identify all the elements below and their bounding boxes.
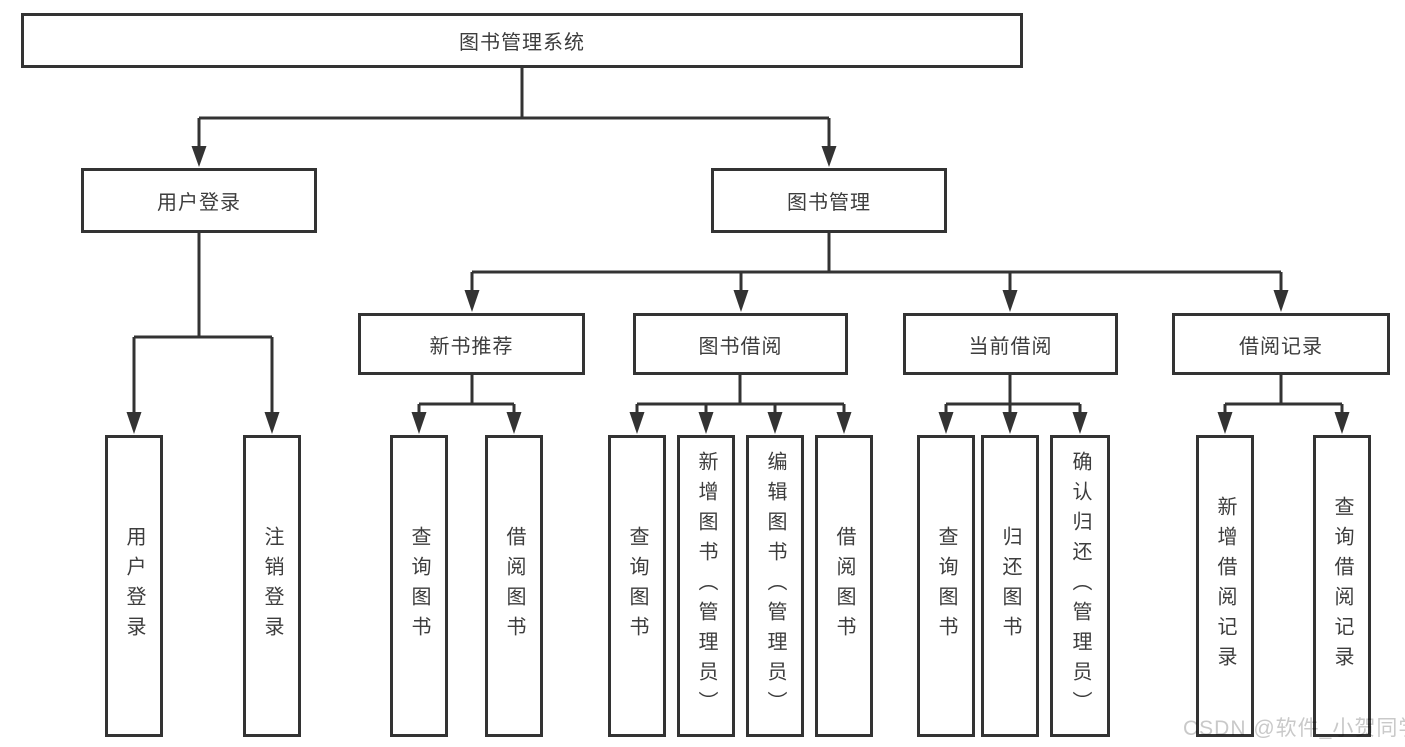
node-new-book-recommend: 新书推荐 [358,313,585,375]
leaf-user-login: 用户登录 [105,435,163,737]
connector-recommend-leaves [417,375,516,417]
leaf-add-books-admin-label: 新增图书（管理员） [695,451,717,721]
leaf-query-books-borrowing-label: 查询图书 [626,526,648,646]
connector-login-leaves [132,233,274,416]
node-book-borrowing: 图书借阅 [633,313,848,375]
leaf-return-books: 归还图书 [981,435,1039,737]
leaf-user-login-label: 用户登录 [123,526,145,646]
leaf-logout: 注销登录 [243,435,301,737]
node-root: 图书管理系统 [21,13,1023,68]
leaf-query-books-current: 查询图书 [917,435,975,737]
leaf-add-borrow-record: 新增借阅记录 [1196,435,1254,737]
leaf-add-books-admin: 新增图书（管理员） [677,435,735,737]
leaf-logout-label: 注销登录 [261,526,283,646]
leaf-borrow-books-recommend-label: 借阅图书 [503,526,525,646]
node-current-borrowing-label: 当前借阅 [968,335,1053,358]
watermark: CSDN @软件_小贺同学 [1183,717,1405,740]
connector-root-l2 [197,68,831,150]
leaf-return-books-label: 归还图书 [999,526,1021,646]
node-borrowing-records: 借阅记录 [1172,313,1390,375]
leaf-edit-books-admin-label: 编辑图书（管理员） [764,451,786,721]
leaf-borrow-books-recommend: 借阅图书 [485,435,543,737]
connector-mgmt-l3 [470,233,1283,295]
leaf-query-books-borrowing: 查询图书 [608,435,666,737]
node-book-management: 图书管理 [711,168,947,233]
leaf-confirm-return-admin-label: 确认归还（管理员） [1069,451,1091,721]
leaf-query-borrow-record: 查询借阅记录 [1313,435,1371,737]
leaf-add-borrow-record-label: 新增借阅记录 [1214,496,1236,676]
leaf-query-books-current-label: 查询图书 [935,526,957,646]
leaf-query-books-recommend-label: 查询图书 [408,526,430,646]
connector-borrowing-leaves [635,375,846,417]
node-user-login-label: 用户登录 [157,192,241,214]
leaf-confirm-return-admin: 确认归还（管理员） [1050,435,1110,737]
connector-records-leaves [1223,375,1344,417]
node-book-management-label: 图书管理 [787,192,871,214]
leaf-query-borrow-record-label: 查询借阅记录 [1331,496,1353,676]
leaf-query-books-recommend: 查询图书 [390,435,448,737]
node-current-borrowing: 当前借阅 [903,313,1118,375]
leaf-borrow-books-borrowing-label: 借阅图书 [833,526,855,646]
connector-current-leaves [944,375,1082,417]
node-book-borrowing-label: 图书借阅 [698,335,783,358]
leaf-borrow-books-borrowing: 借阅图书 [815,435,873,737]
node-root-label: 图书管理系统 [459,32,585,54]
node-borrowing-records-label: 借阅记录 [1239,335,1323,358]
node-user-login: 用户登录 [81,168,317,233]
node-new-book-recommend-label: 新书推荐 [429,335,514,358]
leaf-edit-books-admin: 编辑图书（管理员） [746,435,804,737]
